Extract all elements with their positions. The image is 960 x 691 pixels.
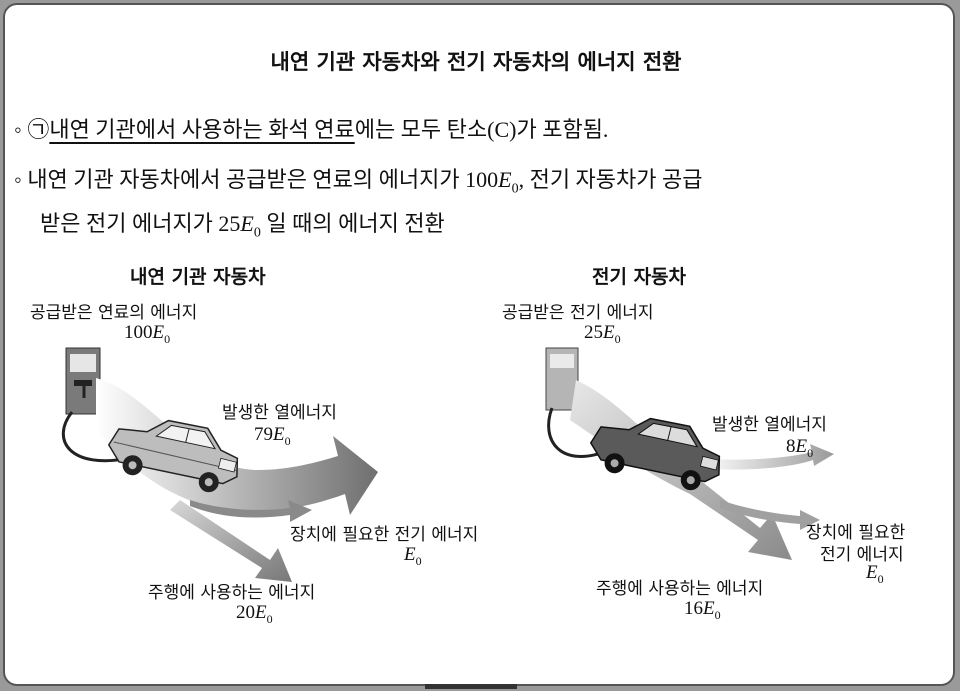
circle-label: ㉠ [27,117,50,142]
bullet-energy-conversion-line2: 받은 전기 에너지가 25E0 일 때의 에너지 전환 [40,206,445,241]
value-100E0: 100E0 [465,167,519,197]
ice-heading: 내연 기관 자동차 [130,266,266,288]
ice-heat-arrow [96,378,378,515]
ev-cable [547,407,611,458]
ice-fuel-pump [65,347,101,415]
bullet2-part2: , 전기 자동차가 공급 [518,167,703,192]
ice-hose [61,411,131,463]
problem-frame [3,3,955,686]
bullet2-part1: 내연 기관 자동차에서 공급받은 연료의 에너지가 [27,167,460,192]
ev-device-label-line2: 전기 에너지 [820,545,904,565]
bullet-energy-conversion: ◦ 내연 기관 자동차에서 공급받은 연료의 에너지가 100E0, 전기 자동… [14,162,703,197]
ev-device-value: E0 [866,562,884,586]
ev-car [589,417,721,491]
ice-car [107,419,239,493]
bullet2-line2-part2: 일 때의 에너지 전환 [266,211,445,236]
ev-heading: 전기 자동차 [592,266,687,288]
bottom-tab [425,684,517,689]
ev-supplied-value: 25E0 [584,322,621,346]
ev-heat-label: 발생한 열에너지 [712,415,827,435]
ev-device-label-line1: 장치에 필요한 [806,523,906,543]
ice-driving-value: 20E0 [236,602,273,626]
ev-charger [545,347,579,411]
ice-supplied-value: 100E0 [124,322,171,346]
ice-heat-value: 79E0 [254,424,291,448]
diagram-title: 내연 기관 자동차와 전기 자동차의 에너지 전환 [270,50,682,74]
value-25E0: 25E0 [218,211,261,241]
ev-supplied-label: 공급받은 전기 에너지 [502,303,654,323]
bullet-marker: ◦ [14,167,22,192]
ice-supplied-label: 공급받은 연료의 에너지 [30,303,198,323]
ev-heat-value: 8E0 [786,436,814,460]
ice-device-arrow [190,500,312,522]
bullet-marker: ◦ [14,117,22,142]
bullet-fossil-fuel: ◦ ㉠내연 기관에서 사용하는 화석 연료에는 모두 탄소(C)가 포함됨. [14,112,608,144]
underlined-phrase: 내연 기관에서 사용하는 화석 연료 [49,117,355,142]
ev-driving-label: 주행에 사용하는 에너지 [596,579,764,599]
ice-heat-label: 발생한 열에너지 [222,403,337,423]
ice-device-value: E0 [404,544,422,568]
bullet2-line2-part1: 받은 전기 에너지가 [40,211,213,236]
ev-device-arrow [720,500,820,530]
ice-device-label: 장치에 필요한 전기 에너지 [290,525,479,545]
ev-driving-value: 16E0 [684,598,721,622]
ice-driving-arrow [170,500,292,582]
ice-driving-label: 주행에 사용하는 에너지 [148,583,316,603]
ev-heat-arrow [700,444,834,470]
bullet1-rest: 에는 모두 탄소(C)가 포함됨. [354,117,609,142]
